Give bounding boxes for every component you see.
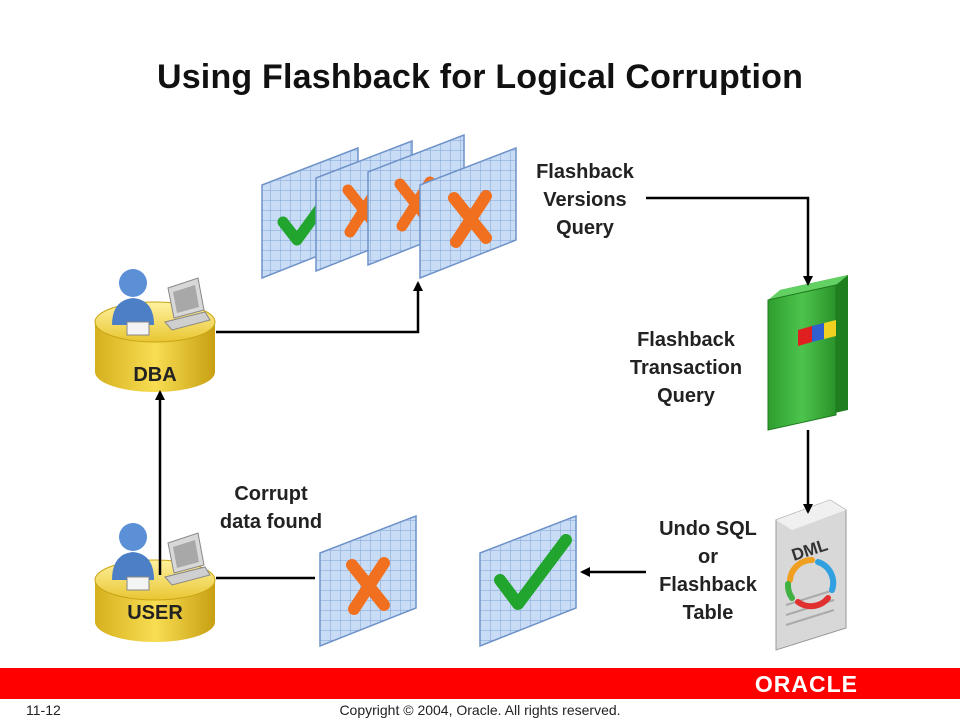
check-icon <box>494 534 572 610</box>
footer-bar: ORACLE <box>0 668 960 699</box>
color-tab-icon <box>798 320 836 346</box>
dml-document-icon: DML <box>775 499 847 651</box>
refresh-cycle-icon <box>785 556 837 610</box>
computer-icon <box>164 532 211 586</box>
person-icon <box>112 269 154 325</box>
grid-sheet-corrupt-3 <box>419 146 517 280</box>
cross-icon <box>346 557 390 615</box>
page-number: 11-12 <box>26 702 61 718</box>
dba-label: DBA <box>133 364 176 386</box>
paper-icon <box>126 321 150 336</box>
versions-to-transaction-arrow <box>646 196 813 286</box>
undo-sql-flashback-table-label: Undo SQL or Flashback Table <box>659 518 757 624</box>
dba-actor <box>94 269 216 392</box>
connectors <box>155 196 813 580</box>
cross-icon <box>448 190 492 248</box>
corrupt-data-found-label: Corrupt data found <box>219 483 323 533</box>
page-title: Using Flashback for Logical Corruption <box>156 58 804 96</box>
flashback-versions-query-label: Flashback Versions Query <box>536 161 634 239</box>
book-icon <box>767 275 848 431</box>
user-label: USER <box>127 602 183 624</box>
computer-icon <box>164 277 211 331</box>
person-icon <box>112 523 154 580</box>
copyright-text: Copyright © 2004, Oracle. All rights res… <box>339 702 621 718</box>
grid-sheet-repaired <box>479 514 577 648</box>
user-actor <box>94 523 216 642</box>
grid-stack-versions <box>261 133 517 280</box>
paper-icon <box>126 576 150 591</box>
oracle-logo: ORACLE <box>754 671 858 697</box>
grid-sheet-corrupt-bottom <box>319 514 417 648</box>
flashback-transaction-query-label: Flashback Transaction Query <box>629 329 743 407</box>
dba-to-versions-arrow <box>216 281 423 334</box>
